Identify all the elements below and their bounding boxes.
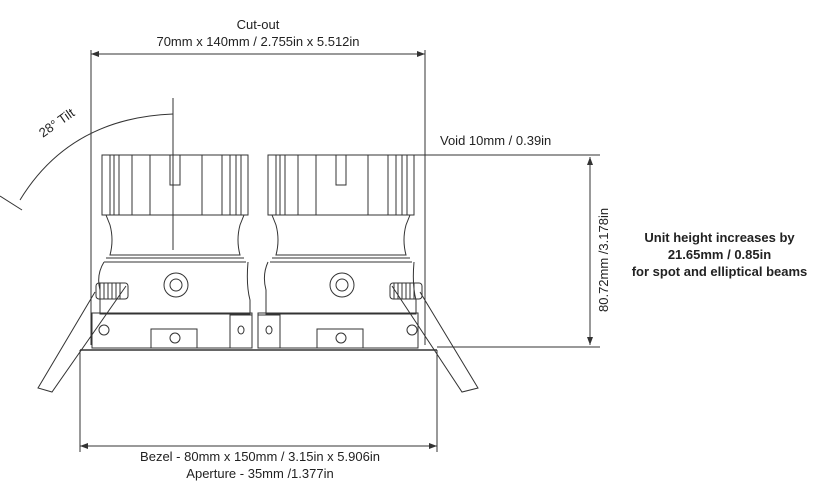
note-line-3: for spot and elliptical beams [631, 264, 808, 279]
bezel-plate [79, 349, 438, 452]
tilt-arc [0, 98, 174, 250]
height-label: 80.72mm /3.178in [596, 207, 611, 312]
aperture-label: Aperture - 35mm /1.377in [186, 466, 334, 481]
unit-height-note: Unit height increases by 21.65mm / 0.85i… [622, 229, 817, 280]
height-dimension-line [414, 154, 600, 348]
cutout-dimensions: 70mm x 140mm / 2.755in x 5.512in [156, 34, 360, 49]
spring-clip-left [37, 282, 129, 393]
note-line-2: 21.65mm / 0.85in [667, 247, 772, 262]
cutout-dimension-line [90, 50, 426, 345]
cutout-title: Cut-out [236, 17, 280, 32]
void-label: Void 10mm / 0.39in [440, 133, 552, 148]
note-line-1: Unit height increases by [644, 230, 795, 245]
light-module-left [91, 154, 253, 349]
spring-clip-right [389, 282, 479, 393]
bezel-label: Bezel - 80mm x 150mm / 3.15in x 5.906in [140, 449, 380, 464]
light-module-right [257, 154, 419, 349]
